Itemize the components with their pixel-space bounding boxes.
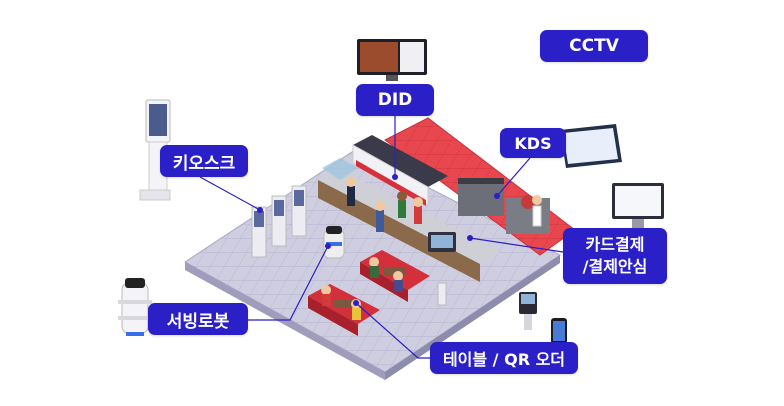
standalone-serving-robot	[118, 278, 152, 336]
floor-edge	[185, 262, 385, 380]
pos-monitor	[612, 183, 664, 229]
cctv-label-text: CCTV	[569, 36, 619, 56]
connector-dots	[257, 174, 500, 306]
did-label-text: DID	[377, 90, 413, 110]
staff-figures	[346, 177, 542, 232]
kiosk-label: 키오스크	[160, 145, 248, 177]
did-label: DID	[356, 84, 434, 116]
kds-label-text: KDS	[514, 133, 552, 153]
kiosk-label-text: 키오스크	[172, 153, 236, 174]
did-wall-strip	[356, 160, 426, 206]
cctv-label: CCTV	[540, 30, 648, 62]
glass-display	[322, 158, 358, 180]
kds-tablet	[560, 124, 622, 168]
card-terminal	[519, 292, 567, 344]
did-wall-front	[352, 144, 429, 206]
kitchen-stove	[458, 182, 504, 216]
booth-left	[308, 284, 380, 336]
table-qr-order-label: 테이블 / QR 오더	[430, 342, 578, 374]
kds-label: KDS	[500, 128, 566, 158]
floor-serving-robot	[323, 226, 345, 259]
serving-robot-label: 서빙로봇	[148, 303, 248, 335]
did-monitor	[357, 39, 427, 81]
kitchen-stove-top	[458, 178, 504, 184]
connector-lines	[199, 116, 564, 359]
did-wall	[353, 135, 448, 187]
table-qr-order-label-text: 테이블 / QR 오더	[442, 350, 566, 369]
floor-edge-right	[385, 255, 560, 380]
card-payment-line1: 카드결제	[585, 235, 645, 254]
card-payment-label: 카드결제 /결제안심	[563, 228, 667, 284]
serving-counter-front	[318, 180, 480, 282]
pot	[521, 195, 535, 209]
tablet-stand	[437, 282, 447, 306]
serving-robot-label-text: 서빙로봇	[166, 311, 230, 332]
standalone-kiosk	[139, 99, 171, 201]
booth-right	[360, 250, 430, 302]
floor-kiosks	[251, 185, 307, 258]
card-payment-line2: /결제안심	[582, 257, 648, 276]
